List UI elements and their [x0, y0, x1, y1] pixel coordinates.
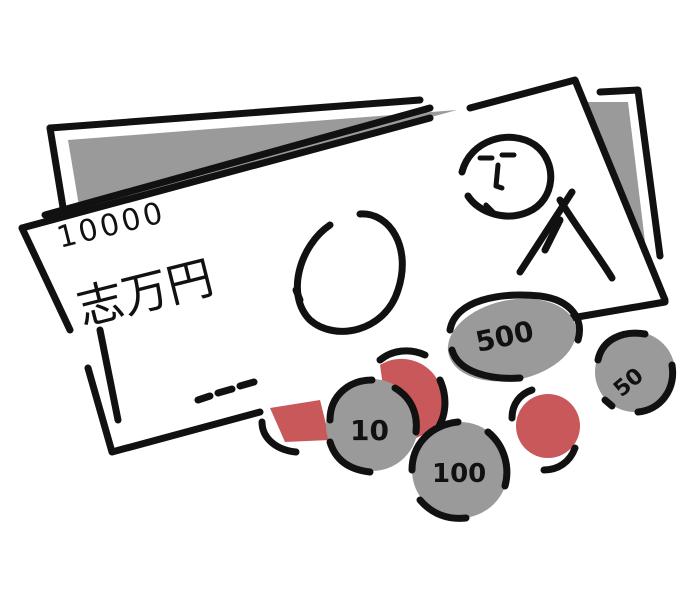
coin-100-label: 100	[432, 459, 486, 489]
coin-10-label: 10	[350, 414, 389, 447]
coin-small-right: 50	[594, 329, 677, 416]
decorative-dashes	[194, 378, 258, 404]
coin-100: 100	[408, 418, 511, 522]
watermark-oval	[293, 210, 406, 335]
portrait	[458, 133, 616, 282]
coin-500: 500	[446, 291, 583, 382]
copper-coin-right	[508, 386, 580, 474]
coin-10: 10	[326, 376, 420, 476]
front-banknote: 10000 志万円	[18, 76, 669, 456]
